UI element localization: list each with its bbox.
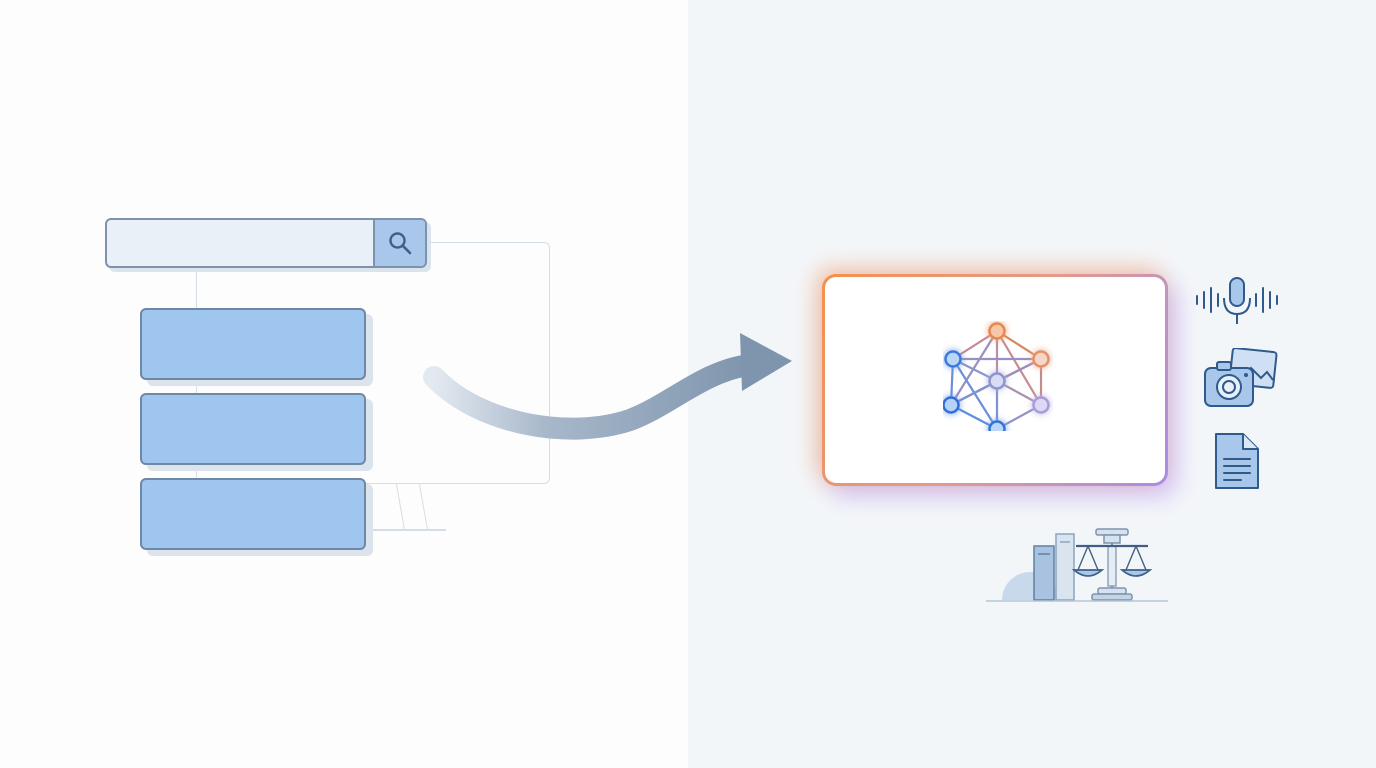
- camera-image-icon: [1204, 348, 1278, 407]
- monitor-base: [366, 529, 446, 531]
- neural-network-icon: [943, 322, 1050, 431]
- document-icon: [1215, 433, 1259, 489]
- search-result-card-3[interactable]: [140, 478, 366, 550]
- search-bar[interactable]: [105, 218, 427, 268]
- ai-answer-card[interactable]: [822, 274, 1168, 486]
- curved-arrow: [423, 333, 792, 440]
- monitor-stand: [395, 484, 429, 530]
- search-button[interactable]: [373, 220, 425, 266]
- search-result-card-2[interactable]: [140, 393, 366, 465]
- traditional-search-panel: [105, 218, 550, 550]
- microphone-icon: [1196, 277, 1278, 324]
- search-result-card-1[interactable]: [140, 308, 366, 380]
- search-icon: [389, 232, 412, 255]
- scales-of-justice-icon: [986, 528, 1168, 602]
